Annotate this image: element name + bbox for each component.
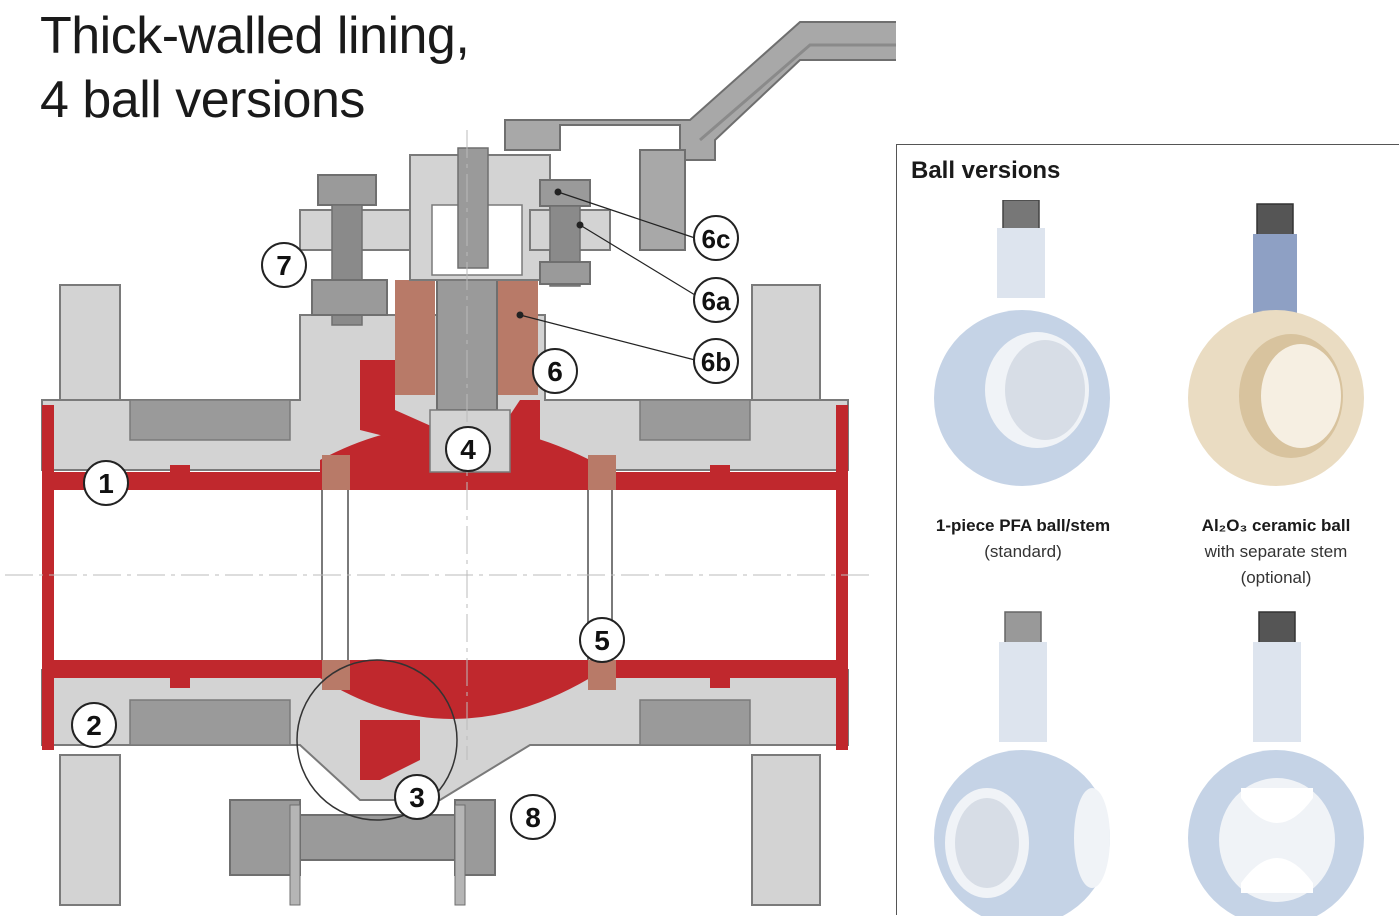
callout-7-label: 7 — [276, 250, 292, 281]
valve-stem — [436, 279, 498, 411]
title-line-2: 4 ball versions — [40, 71, 365, 129]
ball-2-line2: with separate stem — [1204, 542, 1348, 561]
right-flange — [751, 284, 821, 906]
callout-6: 6 — [532, 348, 578, 394]
stem-packing — [322, 280, 616, 690]
ball-caption-1: 1-piece PFA ball/stem (standard) — [903, 513, 1143, 565]
title-line-1: Thick-walled lining, — [40, 7, 470, 65]
callout-8: 8 — [510, 794, 556, 840]
pfa-ball-image-4 — [1188, 611, 1364, 916]
ball-2-line3: (optional) — [1240, 568, 1312, 587]
handle-lever — [504, 21, 896, 251]
callout-3: 3 — [394, 774, 440, 820]
callout-6c-label: 6c — [702, 224, 731, 254]
callout-5-label: 5 — [594, 625, 610, 656]
ball-1-name: 1-piece PFA ball/stem — [935, 516, 1111, 535]
callout-6c: 6c — [693, 215, 739, 261]
callout-6a: 6a — [693, 277, 739, 323]
callout-2-label: 2 — [86, 710, 102, 741]
callout-7: 7 — [261, 242, 307, 288]
callout-6a-label: 6a — [702, 286, 731, 316]
callout-6b-label: 6b — [701, 347, 731, 377]
ceramic-ball-image — [1188, 203, 1364, 486]
ball-versions-panel: Ball versions 1-piece PFA ball/stem (sta… — [896, 144, 1399, 916]
callout-4-label: 4 — [460, 434, 476, 465]
bolt-6c — [539, 179, 591, 287]
pfa-lining — [42, 360, 848, 780]
left-flange — [59, 284, 121, 906]
callout-5: 5 — [579, 617, 625, 663]
bolt-7 — [311, 174, 388, 326]
callout-3-label: 3 — [409, 782, 425, 813]
panel-title: Ball versions — [911, 157, 1061, 184]
valve-cross-section-diagram: 1 2 3 4 5 6 6a 6b 6c 7 8 — [5, 21, 896, 906]
callout-1: 1 — [83, 460, 129, 506]
callout-2: 2 — [71, 702, 117, 748]
detail-circle — [296, 659, 458, 821]
callout-1-label: 1 — [98, 468, 114, 499]
leader-lines — [519, 191, 696, 361]
callout-6-label: 6 — [547, 356, 563, 387]
gland-flange — [299, 147, 611, 281]
callout-4: 4 — [445, 426, 491, 472]
bolt-8 — [229, 799, 496, 906]
callout-8-label: 8 — [525, 802, 541, 833]
ball-caption-2: Al₂O₃ ceramic ball with separate stem (o… — [1156, 513, 1396, 591]
pfa-ball-image — [934, 200, 1110, 486]
page-title: Thick-walled lining, 4 ball versions — [40, 4, 470, 132]
callout-6b: 6b — [693, 338, 739, 384]
ball-1-note: (standard) — [984, 542, 1062, 561]
ball-2-name: Al₂O₃ ceramic ball — [1201, 516, 1351, 535]
pfa-ball-image-3 — [934, 611, 1110, 916]
